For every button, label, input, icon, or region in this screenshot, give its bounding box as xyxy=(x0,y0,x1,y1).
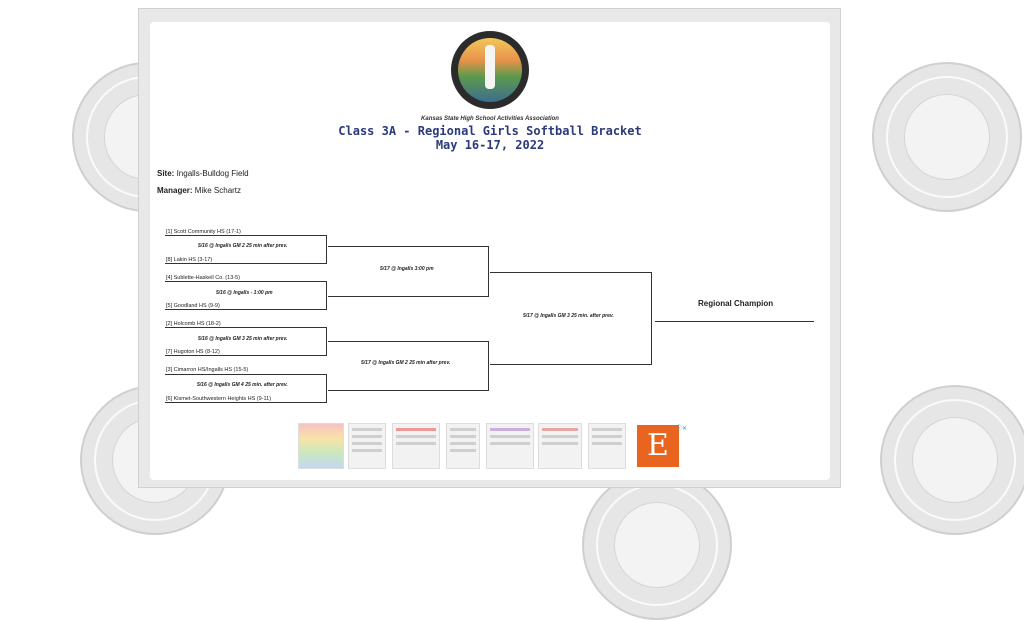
champion-line xyxy=(655,321,814,322)
association-name: Kansas State High School Activities Asso… xyxy=(421,116,559,122)
champion-label: Regional Champion xyxy=(698,299,774,308)
final-matchup-box xyxy=(490,272,652,365)
team-seed-1: [1] Scott Community HS (17-1) xyxy=(166,229,241,235)
semifinal-game-info: 5/17 @ Ingalls 3:00 pm xyxy=(380,266,434,272)
khsaa-logo xyxy=(451,31,529,109)
round1-matchup-box xyxy=(165,235,327,264)
ad-thumbnail[interactable] xyxy=(538,423,582,469)
team-seed-8: [8] Lakin HS (3-17) xyxy=(166,257,213,263)
watermark-seal xyxy=(880,385,1024,535)
team-seed-2: [2] Holcomb HS (18-2) xyxy=(166,321,221,327)
round1-matchup-box xyxy=(165,281,327,310)
watermark-seal xyxy=(872,62,1022,212)
watermark-seal xyxy=(582,470,732,620)
ad-thumbnail[interactable] xyxy=(446,423,480,469)
ad-thumbnail[interactable] xyxy=(392,423,440,469)
ad-thumbnail[interactable] xyxy=(298,423,344,469)
final-game-info: 5/17 @ Ingalls GM 3 25 min. after prev. xyxy=(523,313,614,319)
round1-game-info: 5/16 @ Ingalls - 1:00 pm xyxy=(216,290,273,296)
round1-game-info: 5/16 @ Ingalls GM 2 25 min after prev. xyxy=(198,243,288,249)
round1-game-info: 5/16 @ Ingalls GM 4 25 min. after prev. xyxy=(197,382,288,388)
team-seed-5: [5] Goodland HS (9-9) xyxy=(166,303,220,309)
ad-thumbnail[interactable] xyxy=(588,423,626,469)
semifinal-game-info: 5/17 @ Ingalls GM 2 25 min after prev. xyxy=(361,360,451,366)
page-title: Class 3A - Regional Girls Softball Brack… xyxy=(338,124,642,138)
ad-thumbnail[interactable] xyxy=(486,423,534,469)
site-info: Site: Ingalls-Bulldog Field xyxy=(157,169,249,178)
semifinal-matchup-box xyxy=(328,246,489,297)
team-seed-6: [6] Kismet-Southwestern Heights HS (9-11… xyxy=(166,396,272,402)
site-label: Site: xyxy=(157,169,175,178)
site-value: Ingalls-Bulldog Field xyxy=(176,169,249,178)
manager-value: Mike Schartz xyxy=(194,186,242,195)
team-seed-7: [7] Hugoton HS (8-12) xyxy=(166,349,220,355)
team-seed-3: [3] Cimarron HS/Ingalls HS (15-5) xyxy=(166,367,249,373)
semifinal-matchup-box xyxy=(328,341,489,391)
manager-info: Manager: Mike Schartz xyxy=(157,186,241,195)
team-seed-4: [4] Sublette-Haskell Co. (13-5) xyxy=(166,275,240,281)
ad-close-icon[interactable]: ⓘ✕ xyxy=(676,426,688,432)
round1-matchup-box xyxy=(165,374,327,403)
round1-matchup-box xyxy=(165,327,327,356)
etsy-ad-logo[interactable]: E xyxy=(637,425,679,467)
ad-strip[interactable] xyxy=(298,423,683,469)
ad-thumbnail[interactable] xyxy=(348,423,386,469)
event-dates: May 16-17, 2022 xyxy=(435,138,545,152)
round1-game-info: 5/16 @ Ingalls GM 3 25 min after prev. xyxy=(198,336,288,342)
manager-label: Manager: xyxy=(157,186,193,195)
